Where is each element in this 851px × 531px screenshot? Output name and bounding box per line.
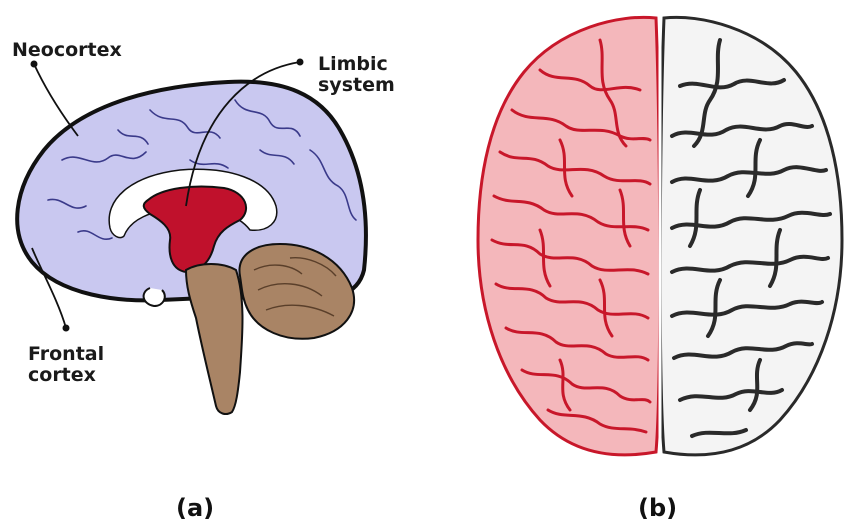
top-view-brain-diagram [478, 17, 842, 455]
neocortex-dot [31, 61, 38, 68]
frontal-dot [63, 325, 70, 332]
limbic-label-line2: system [318, 75, 395, 96]
neocortex-label: Neocortex [12, 40, 122, 61]
limbic-dot [297, 59, 304, 66]
pituitary-outline [144, 288, 165, 306]
frontal-label-line1: Frontal [28, 344, 104, 365]
frontal-cortex-label: Frontal cortex [28, 344, 104, 386]
panel-b-caption: (b) [638, 494, 677, 522]
frontal-label-line2: cortex [28, 365, 104, 386]
limbic-system-label: Limbic system [318, 54, 395, 96]
left-hemisphere [478, 17, 660, 455]
limbic-label-line1: Limbic [318, 54, 395, 75]
brainstem [186, 264, 243, 414]
panel-a-caption: (a) [176, 494, 214, 522]
